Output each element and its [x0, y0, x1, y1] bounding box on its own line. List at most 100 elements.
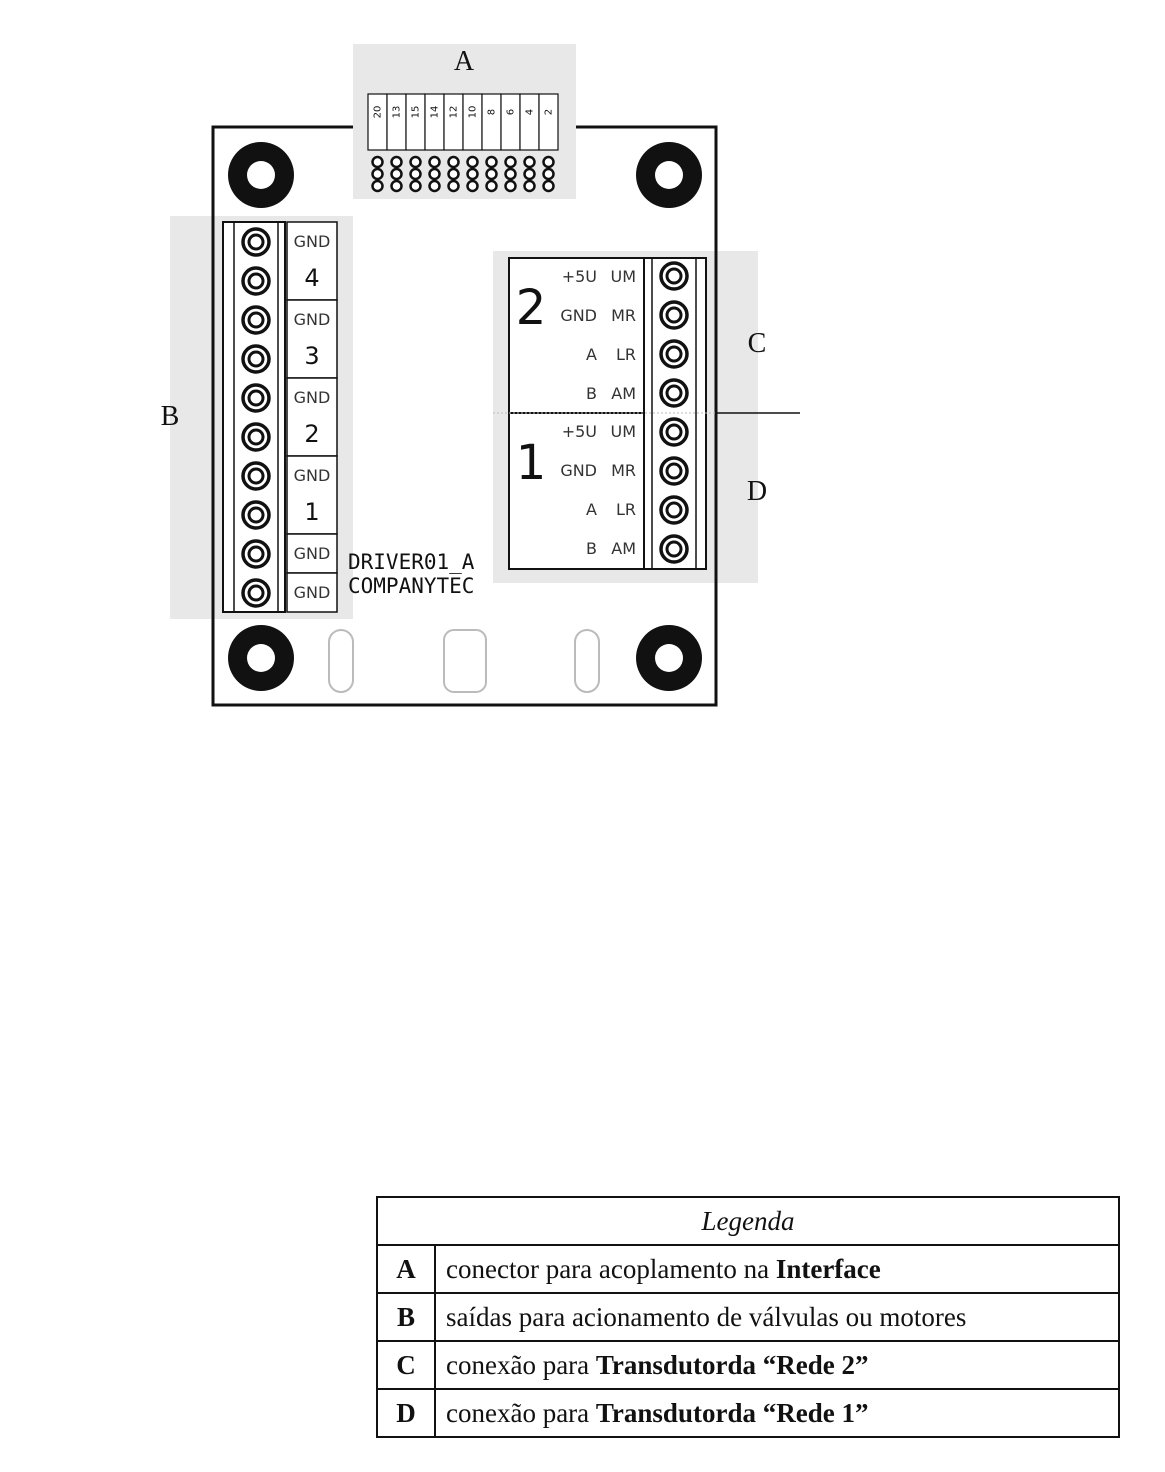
- terminal-screw: [241, 305, 271, 335]
- legend-text: saídas para acionamento de válvulas ou m…: [434, 1292, 1120, 1342]
- terminal-screw: [659, 378, 689, 408]
- network-pin-label: A: [586, 345, 597, 364]
- pin-number-label: 6: [506, 109, 517, 115]
- terminal-screw: [659, 417, 689, 447]
- terminal-screw: [659, 534, 689, 564]
- terminal-screw: [241, 227, 271, 257]
- header-pin: 12: [443, 93, 464, 193]
- terminal-screw: [659, 261, 689, 291]
- network-pin-label: GND: [560, 306, 597, 325]
- pin-number-label: 12: [449, 106, 460, 119]
- pin-number-label: 20: [373, 106, 384, 119]
- header-pin: 20: [367, 93, 388, 193]
- legend-key: A: [376, 1244, 436, 1294]
- signal-label: GND: [294, 583, 331, 602]
- board-model-text: DRIVER01_A: [348, 550, 475, 574]
- connector-a-pin-header: 20 13 15 14 12 10 8 6 4 2: [367, 93, 559, 193]
- mounting-hole-top-right: [636, 142, 702, 208]
- signal-label: GND: [294, 232, 331, 251]
- legend: Legenda A conector para acoplamento na I…: [376, 1196, 1120, 1438]
- network-pin-label: AM: [611, 539, 636, 558]
- header-pin: 8: [481, 93, 502, 193]
- pin-number-label: 15: [411, 106, 422, 119]
- channel-number: 3: [304, 342, 319, 370]
- network-number: 2: [516, 280, 547, 336]
- label-c: C: [748, 328, 767, 359]
- legend-row: A conector para acoplamento na Interface: [376, 1244, 1120, 1294]
- terminal-screw: [241, 266, 271, 296]
- terminal-screw: [241, 461, 271, 491]
- connector-b-terminal-block: [222, 221, 286, 613]
- legend-key: D: [376, 1388, 436, 1438]
- signal-label: GND: [294, 544, 331, 563]
- board-slot-right: [574, 629, 600, 693]
- signal-label: GND: [294, 310, 331, 329]
- terminal-screw: [241, 344, 271, 374]
- board-company-text: COMPANYTEC: [348, 574, 474, 598]
- network-pin-label: MR: [611, 461, 636, 480]
- header-pin: 2: [538, 93, 559, 193]
- pin-number-label: 13: [392, 106, 403, 119]
- pin-number-label: 14: [430, 106, 441, 119]
- network-block-2: 2 +5U UM GND MR A LR B AM: [516, 267, 636, 403]
- terminal-screw: [241, 578, 271, 608]
- terminal-screw: [659, 495, 689, 525]
- network-pin-label: B: [586, 384, 597, 403]
- legend-text: conexão para Transdutorda “Rede 2”: [434, 1340, 1120, 1390]
- board-slot-left: [328, 629, 354, 693]
- left-terminal-label: GND 4: [286, 221, 338, 301]
- pin-number-label: 2: [544, 109, 555, 115]
- terminal-screw: [241, 422, 271, 452]
- network-pin-label: UM: [610, 267, 636, 286]
- left-terminal-label: GND 3: [286, 299, 338, 379]
- network-pin-label: LR: [616, 500, 636, 519]
- label-d: D: [747, 476, 767, 507]
- network-pin-label: LR: [616, 345, 636, 364]
- terminal-screw: [659, 339, 689, 369]
- network-pin-label: B: [586, 539, 597, 558]
- left-terminal-label: GND 1: [286, 455, 338, 535]
- channel-number: 2: [304, 420, 319, 448]
- legend-text: conector para acoplamento na Interface: [434, 1244, 1120, 1294]
- legend-table: Legenda A conector para acoplamento na I…: [376, 1196, 1120, 1438]
- legend-text: conexão para Transdutorda “Rede 1”: [434, 1388, 1120, 1438]
- header-pin: 14: [424, 93, 445, 193]
- legend-row: B saídas para acionamento de válvulas ou…: [376, 1292, 1120, 1342]
- pin-number-label: 4: [525, 109, 536, 115]
- terminal-screw: [241, 539, 271, 569]
- legend-key: C: [376, 1340, 436, 1390]
- header-pin: 4: [519, 93, 540, 193]
- mounting-hole-bottom-right: [636, 625, 702, 691]
- signal-label: GND: [294, 388, 331, 407]
- board-slot-center: [443, 629, 487, 693]
- terminal-screw: [659, 456, 689, 486]
- legend-key: B: [376, 1292, 436, 1342]
- network-pin-label: +5U: [562, 267, 597, 286]
- left-terminal-label: GND: [286, 533, 338, 574]
- network-pin-label: MR: [611, 306, 636, 325]
- mounting-hole-bottom-left: [228, 625, 294, 691]
- network-pin-label: A: [586, 500, 597, 519]
- signal-label: GND: [294, 466, 331, 485]
- header-pin: 13: [386, 93, 407, 193]
- channel-number: 1: [304, 498, 319, 526]
- network-pin-label: GND: [560, 461, 597, 480]
- left-terminal-label: GND 2: [286, 377, 338, 457]
- label-a: A: [454, 46, 475, 77]
- terminal-screw: [241, 383, 271, 413]
- channel-number: 4: [304, 264, 319, 292]
- terminal-screw: [241, 500, 271, 530]
- pin-number-label: 8: [487, 109, 498, 115]
- header-pin: 10: [462, 93, 483, 193]
- network-pin-label: +5U: [562, 422, 597, 441]
- legend-title: Legenda: [376, 1196, 1120, 1246]
- network-pin-label: AM: [611, 384, 636, 403]
- pin-number-label: 10: [468, 106, 479, 119]
- left-terminal-label: GND: [286, 572, 338, 613]
- terminal-screw: [659, 300, 689, 330]
- label-b: B: [161, 401, 180, 432]
